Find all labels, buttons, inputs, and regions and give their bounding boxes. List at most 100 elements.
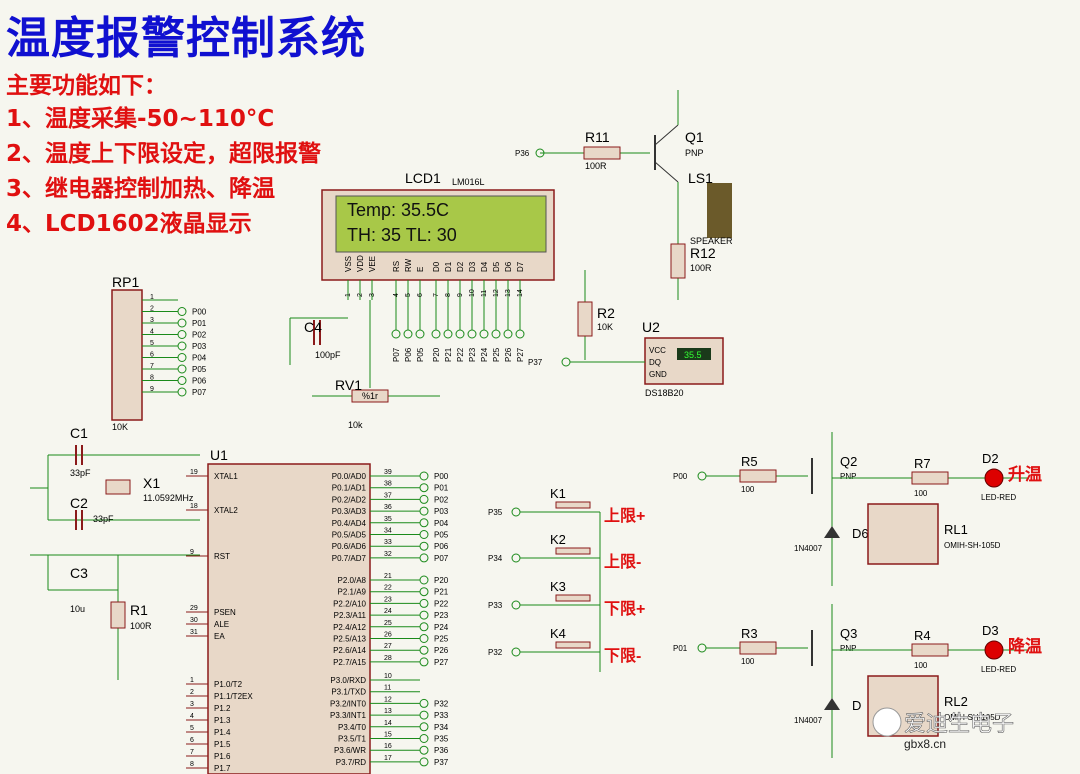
lcd-pin-label: D4 [480, 261, 489, 272]
u1-ref: U1 [210, 447, 228, 463]
u1-net-terminal [419, 598, 429, 608]
lcd-pin-label: D2 [456, 261, 465, 272]
u1-net-terminal [419, 645, 429, 655]
u1-net-label: P34 [434, 723, 449, 732]
lcd-pin-number: 11 [481, 290, 488, 297]
relay-transistor-type: PNP [840, 472, 856, 481]
u1-right-pin-number: 37 [384, 492, 392, 499]
u1-left-pin-name: P1.4 [214, 728, 231, 737]
u1-net-label: P27 [434, 658, 449, 667]
watermark: 爱迪生电子 gbx8.cn [872, 707, 1014, 751]
relay-net-label: P01 [673, 644, 688, 653]
u1-right-pin-number: 38 [384, 481, 392, 488]
relay-base-resistor-ref: R3 [741, 626, 758, 641]
u2-pin-vcc: VCC [649, 346, 666, 355]
u1-right-pin-number: 32 [384, 551, 392, 558]
u2-net: P37 [528, 358, 543, 367]
key-net-label: P34 [488, 554, 503, 563]
u1-right-pin-name: P2.5/A13 [333, 635, 366, 644]
lcd-pin-label: E [416, 267, 425, 272]
u1-right-pin-name: P0.4/AD4 [332, 519, 367, 528]
lcd-pin-label: VEE [368, 256, 377, 272]
rp1-net-label: P06 [192, 377, 207, 386]
c2-value: 33pF [93, 514, 114, 524]
lcd-port-terminal [491, 329, 501, 339]
lcd-port-terminal [415, 329, 425, 339]
relay-base-resistor-ref: R5 [741, 454, 758, 469]
u1-left-pin-number: 2 [190, 689, 194, 696]
key-net-label: P32 [488, 648, 503, 657]
u1-right-pin-name: P2.6/A14 [333, 646, 366, 655]
rp1-net-label: P07 [192, 388, 207, 397]
rp1-terminal [177, 330, 187, 339]
u1-right-pin-number: 11 [384, 685, 391, 692]
u2-ref: U2 [642, 319, 660, 335]
u1-right-pin-name: P3.5/T1 [338, 735, 367, 744]
u1-net-terminal [419, 698, 429, 708]
q1-type: PNP [685, 148, 704, 158]
watermark-url: gbx8.cn [904, 737, 946, 751]
u1-left-pin-number: 18 [190, 503, 198, 510]
relay-diode-ref: D6 [852, 526, 869, 541]
u1-right-pin-number: 27 [384, 643, 392, 650]
u1-right-pin-number: 13 [384, 708, 392, 715]
key-terminal [511, 553, 521, 563]
lcd-port-terminal [443, 329, 453, 339]
relay-led-resistor-value: 100 [914, 489, 928, 498]
rp1-ref: RP1 [112, 274, 139, 290]
u1-left-pin-number: 8 [190, 761, 194, 768]
c3-ref: C3 [70, 565, 88, 581]
rp1-value: 10K [112, 422, 128, 432]
key-terminal [511, 507, 521, 517]
relay-diode [824, 698, 840, 710]
lcd-port-terminal [391, 329, 401, 339]
lcd-pin-label: D5 [492, 261, 501, 272]
u1-net-label: P36 [434, 746, 449, 755]
key-ref: K4 [550, 626, 566, 641]
lcd-pin-number: 3 [369, 293, 376, 297]
u1-right-pin-name: P3.2/INT0 [330, 699, 367, 708]
u1-net-label: P22 [434, 599, 449, 608]
r1-value: 100R [130, 621, 152, 631]
u1-left-pin-number: 31 [190, 629, 198, 636]
u1-left-pin-number: 29 [190, 605, 198, 612]
c3-value: 10u [70, 604, 85, 614]
relay-net-terminal [697, 471, 707, 481]
u1-right-pin-number: 15 [384, 732, 392, 739]
r2-ref: R2 [597, 305, 615, 321]
lcd-pin-label: D3 [468, 261, 477, 272]
u1-right-pin-number: 22 [384, 585, 392, 592]
relay-led-function-label: 升温 [1008, 465, 1042, 484]
relay-body [867, 503, 939, 565]
lcd-port-terminal [467, 329, 477, 339]
relay-base-resistor [739, 469, 777, 483]
u1-right-pin-name: P2.4/A12 [333, 623, 366, 632]
u1-right-pin-name: P0.6/AD6 [332, 542, 367, 551]
u1-right-pin-number: 12 [384, 696, 392, 703]
u1-right-pin-name: P3.0/RXD [330, 676, 366, 685]
rp1-pin-number: 8 [150, 375, 154, 382]
relay-diode [824, 526, 840, 538]
u1-left-pin-number: 6 [190, 737, 194, 744]
u1-net-terminal [419, 634, 429, 643]
u1-net-label: P06 [434, 542, 449, 551]
lcd-module: Temp: 35.5C TH: 35 TL: 30 LCD1 LM016L VS… [321, 170, 555, 362]
c2-ref: C2 [70, 495, 88, 511]
r12-ref: R12 [690, 245, 716, 261]
relay-ref: RL1 [944, 522, 968, 537]
lcd-port-label: P21 [444, 347, 453, 362]
u1-right-pin-name: P2.2/A10 [333, 599, 366, 608]
u1-right-pin-number: 26 [384, 632, 392, 639]
u1-net-terminal [419, 734, 429, 743]
lcd-port-label: P05 [416, 347, 425, 362]
features-heading: 主要功能如下： [6, 73, 167, 99]
c4-capacitor: C4 100pF [289, 317, 348, 365]
u1-net-label: P32 [434, 699, 449, 708]
key-switch [555, 594, 591, 602]
u1-net-label: P07 [434, 554, 449, 563]
u1-net-terminal [419, 757, 429, 767]
r11-net: P36 [515, 149, 530, 158]
u1-net-terminal [419, 587, 429, 597]
relay-transistor-ref: Q2 [840, 454, 857, 469]
